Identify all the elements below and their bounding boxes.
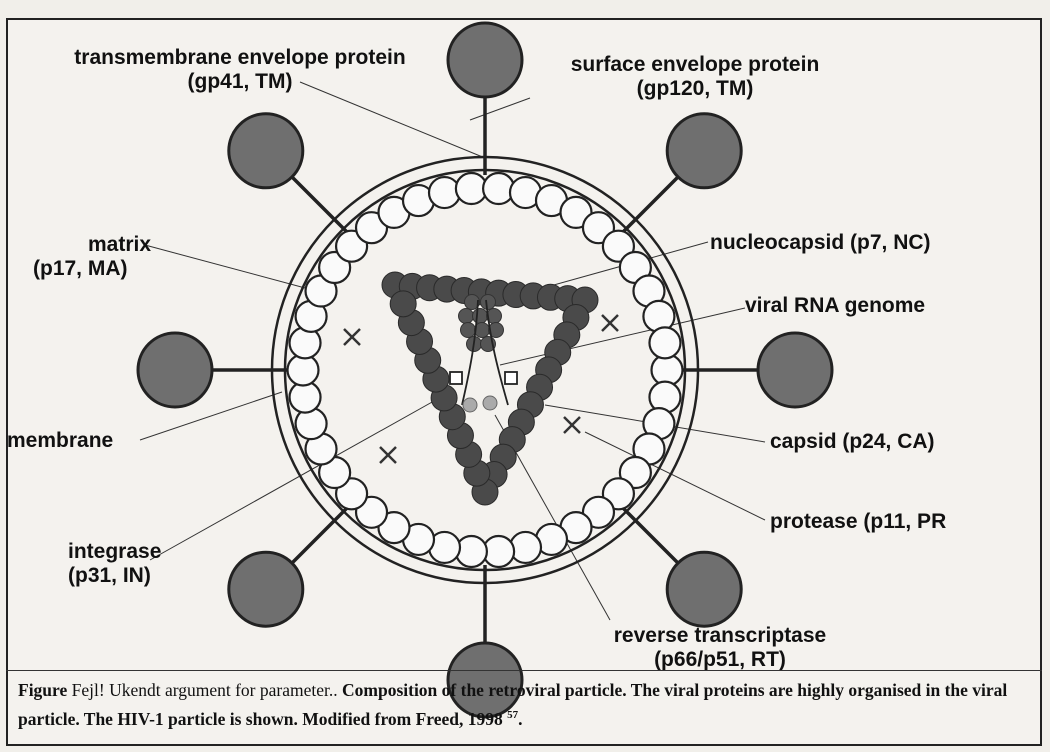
caption-reference: 57: [507, 709, 518, 721]
glycoprotein-knob: [138, 333, 212, 407]
leader-line: [470, 98, 530, 120]
label-transmembrane-envelope: transmembrane envelope protein (gp41, TM…: [30, 46, 450, 94]
label-tm-line1: transmembrane envelope protein: [30, 46, 450, 70]
capsid-protein: [390, 291, 416, 317]
nucleocapsid-protein: [481, 295, 496, 310]
envelope-spikes: [138, 23, 832, 717]
label-matrix-line1: matrix: [33, 233, 151, 257]
label-protease: protease (p11, PR: [770, 510, 946, 534]
label-capsid: capsid (p24, CA): [770, 430, 935, 454]
caption-error-text: Fejl! Ukendt argument for parameter..: [67, 680, 342, 700]
glycoprotein-knob: [667, 552, 741, 626]
label-su-line2: (gp120, TM): [530, 77, 860, 101]
integrase-dot: [463, 398, 477, 412]
label-viral-rna: viral RNA genome: [745, 294, 925, 318]
protease-mark: [344, 329, 360, 345]
reverse-transcriptase-square: [450, 372, 462, 384]
caption-figure-word: Figure: [18, 680, 67, 700]
spike-stalk: [291, 176, 348, 233]
reverse-transcriptase-square: [505, 372, 517, 384]
matrix-ring: [288, 173, 683, 567]
spike-stalk: [623, 176, 680, 233]
matrix-protein: [649, 327, 680, 358]
glycoprotein-knob: [229, 114, 303, 188]
integrase-dot: [483, 396, 497, 410]
nucleocapsid-protein: [461, 323, 476, 338]
label-integrase: integrase (p31, IN): [68, 540, 161, 588]
label-tm-line2: (gp41, TM): [30, 70, 450, 94]
protease-mark: [602, 315, 618, 331]
label-rt-line1: reverse transcriptase: [580, 624, 860, 648]
figure-caption: Figure Fejl! Ukendt argument for paramet…: [18, 678, 1038, 732]
label-matrix: matrix (p17, MA): [33, 233, 151, 281]
label-surface-envelope: surface envelope protein (gp120, TM): [530, 53, 860, 101]
spike-stalk: [291, 508, 348, 565]
label-integrase-line1: integrase: [68, 540, 161, 564]
label-reverse-transcriptase: reverse transcriptase (p66/p51, RT): [580, 624, 860, 672]
protease-mark: [564, 417, 580, 433]
nucleocapsid-protein: [473, 309, 488, 324]
label-matrix-line2: (p17, MA): [33, 257, 151, 281]
label-integrase-line2: (p31, IN): [68, 564, 161, 588]
spike-stalk: [623, 508, 680, 565]
protease-mark: [380, 447, 396, 463]
glycoprotein-knob: [229, 552, 303, 626]
leader-line: [500, 308, 745, 365]
leader-line: [145, 245, 320, 292]
label-rt-line2: (p66/p51, RT): [580, 648, 860, 672]
label-su-line1: surface envelope protein: [530, 53, 860, 77]
caption-divider: [6, 670, 1042, 671]
label-nucleocapsid: nucleocapsid (p7, NC): [710, 231, 931, 255]
core-contents: [450, 295, 517, 413]
nucleocapsid-protein: [459, 309, 474, 324]
glycoprotein-knob: [448, 23, 522, 97]
caption-end: .: [518, 709, 522, 729]
glycoprotein-knob: [667, 114, 741, 188]
glycoprotein-knob: [758, 333, 832, 407]
label-membrane: membrane: [7, 429, 113, 453]
